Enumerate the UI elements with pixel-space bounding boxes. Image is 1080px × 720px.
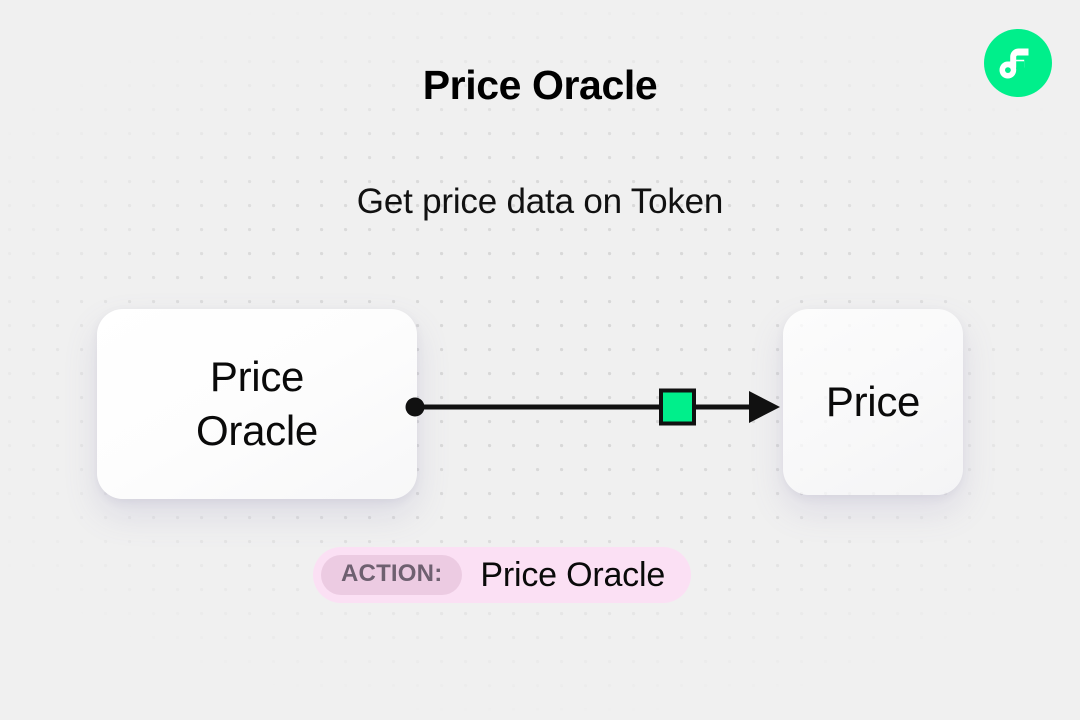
action-badge[interactable]: ACTION: Price Oracle [313, 547, 692, 603]
node-price-label: Price [825, 378, 921, 425]
page-subtitle: Get price data on Token [356, 182, 724, 221]
page-title: Price Oracle [422, 62, 658, 108]
edge-price-oracle-to-price[interactable] [400, 380, 800, 436]
node-price-oracle-label: Price Oracle [196, 353, 318, 454]
edge-green-square-marker [659, 388, 696, 426]
flow-logo [984, 29, 1052, 97]
edge-source-dot [405, 397, 425, 417]
action-badge-value: Price Oracle [480, 556, 666, 594]
edge-arrow-head [749, 391, 780, 423]
node-price[interactable]: Price [783, 309, 963, 495]
action-badge-label: ACTION: [321, 555, 463, 595]
node-price-oracle[interactable]: Price Oracle [97, 309, 417, 499]
